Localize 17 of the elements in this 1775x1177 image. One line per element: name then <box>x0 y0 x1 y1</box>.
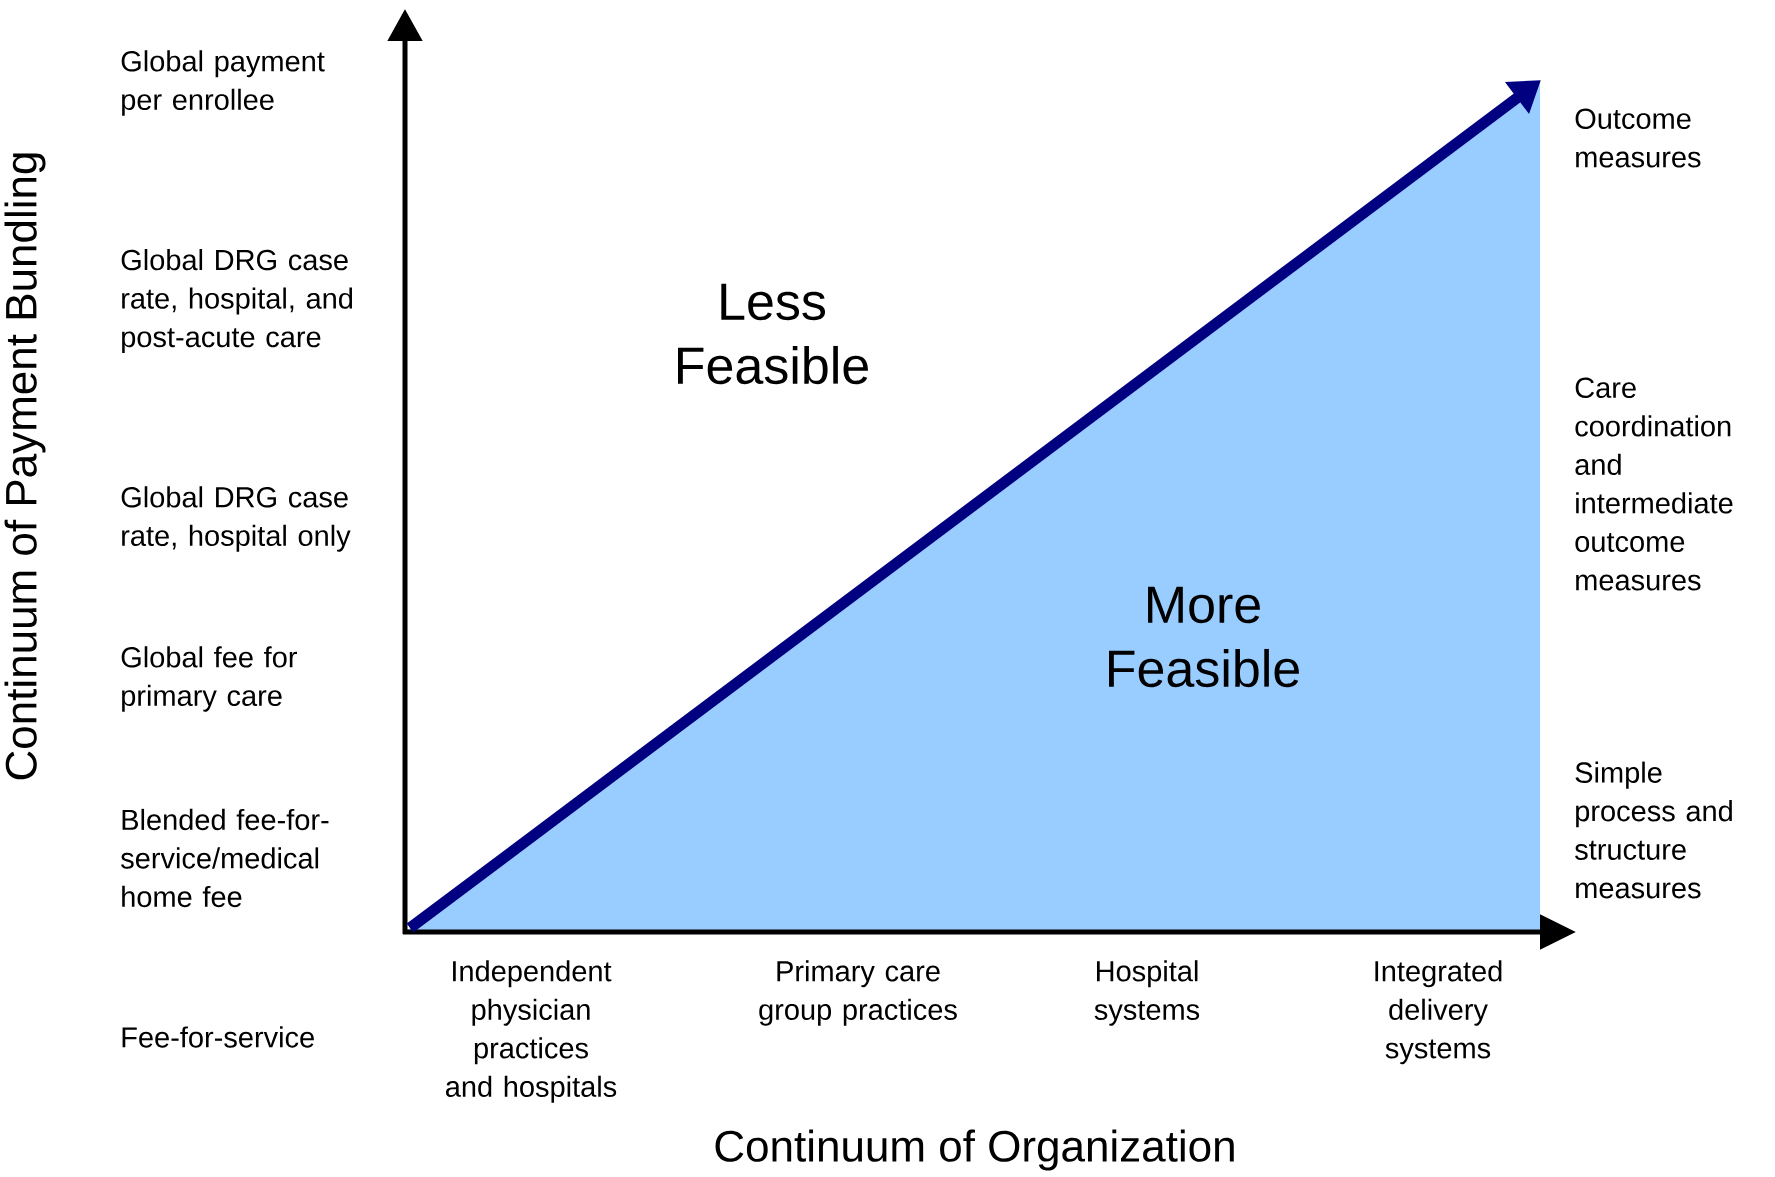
scale-label: Global DRG case rate, hospital, and post-acute care <box>121 249 353 353</box>
scale-label: Primary care group practices <box>759 960 957 1026</box>
region-label: More Feasible <box>1109 586 1299 688</box>
axis-title: Continuum of Organization <box>715 1129 1234 1171</box>
scale-label: Integrated delivery systems <box>1375 960 1502 1065</box>
scale-label: Global payment per enrollee <box>121 50 325 116</box>
scale-label: Global fee for primary care <box>121 646 297 712</box>
axis-title: Continuum of Payment Bundling <box>4 153 46 780</box>
region-label: Less Feasible <box>678 283 868 385</box>
scale-label: Fee-for-service <box>122 1026 314 1048</box>
scale-label: Outcome measures <box>1575 108 1701 168</box>
scale-label: Blended fee-for-service/medical home fee <box>121 808 329 908</box>
scale-label: Global DRG case rate, hospital only <box>121 486 351 552</box>
scale-label: Independent physician practices and hospitals <box>446 960 617 1103</box>
scale-label: Care coordination and intermediate outcome measures <box>1575 377 1733 591</box>
scale-label: Hospital systems <box>1094 960 1200 1026</box>
scale-label: Simple process and structure measures <box>1575 761 1732 899</box>
